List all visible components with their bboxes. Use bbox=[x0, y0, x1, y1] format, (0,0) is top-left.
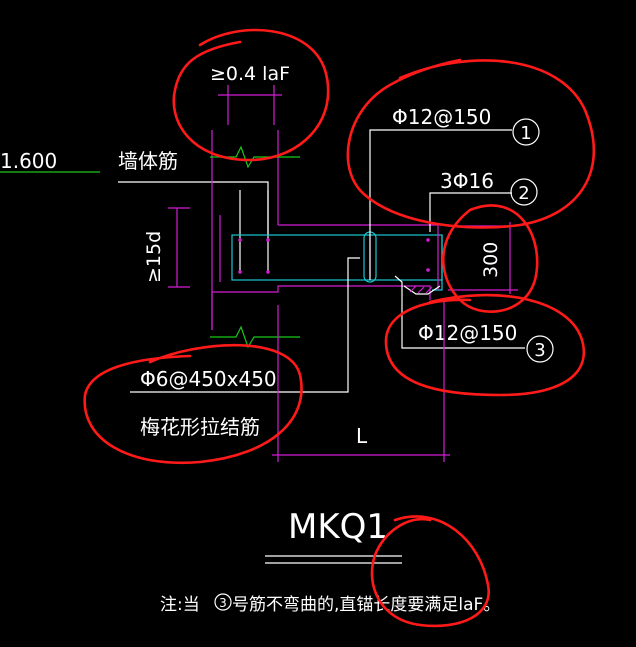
note-circle bbox=[214, 593, 232, 611]
callout-3-circle bbox=[526, 335, 554, 363]
detail-title: MKQ1 bbox=[288, 507, 388, 547]
break-line-bottom bbox=[210, 325, 300, 349]
markup-circle-top-bar bbox=[346, 58, 596, 229]
note-text: 号筋不弯曲的,直锚长度要满足laF。 bbox=[232, 595, 500, 615]
rebar-dot bbox=[238, 238, 242, 242]
rebar-dot bbox=[426, 238, 430, 242]
note-prefix: 注:当 bbox=[160, 595, 200, 615]
callout-3: 3 bbox=[534, 340, 545, 361]
callout-1-circle bbox=[512, 118, 540, 146]
rebar-dot bbox=[266, 270, 270, 274]
tie-bar-spec: Φ6@450x450 bbox=[140, 367, 277, 391]
rebar-dot bbox=[426, 268, 430, 272]
length-dimension: L bbox=[356, 424, 368, 448]
markup-circle-note bbox=[370, 515, 490, 628]
corner-hatch bbox=[403, 285, 441, 295]
callout-2: 2 bbox=[518, 183, 529, 204]
top-bar-label: Φ12@150 bbox=[392, 105, 491, 129]
wall-rebar-label: 墙体筋 bbox=[118, 149, 178, 173]
markup-circle-bottom-bar bbox=[384, 293, 585, 397]
note-circle-number: 3 bbox=[219, 596, 227, 610]
bottom-bar bbox=[212, 285, 431, 300]
rebar-dot bbox=[266, 238, 270, 242]
top-bar-leader bbox=[369, 129, 512, 280]
level-mark: 1.600 bbox=[0, 149, 57, 173]
tie-bar-leader bbox=[130, 257, 360, 393]
hook-dimension: ≥15d bbox=[143, 231, 165, 283]
corner-bar-label: 3Φ16 bbox=[440, 169, 494, 193]
beam-corner-outline bbox=[432, 235, 443, 291]
markup-circle-anchor bbox=[172, 28, 330, 162]
callout-2-circle bbox=[510, 178, 538, 206]
callout-1: 1 bbox=[520, 123, 531, 144]
bottom-bar-label: Φ12@150 bbox=[418, 321, 517, 345]
anchor-length-label: ≥0.4 laF bbox=[210, 63, 290, 85]
beam-outline bbox=[231, 234, 443, 281]
rebar-dot bbox=[238, 270, 242, 274]
markup-circle-tie-bar bbox=[83, 343, 303, 465]
wall-rebar-leader bbox=[118, 181, 269, 235]
tie-bar-name: 梅花形拉结筋 bbox=[140, 415, 260, 439]
depth-dimension: 300 bbox=[480, 242, 502, 278]
corner-bar-leader bbox=[429, 192, 512, 232]
markup-circle-depth bbox=[442, 204, 539, 313]
break-line-top bbox=[210, 145, 300, 169]
